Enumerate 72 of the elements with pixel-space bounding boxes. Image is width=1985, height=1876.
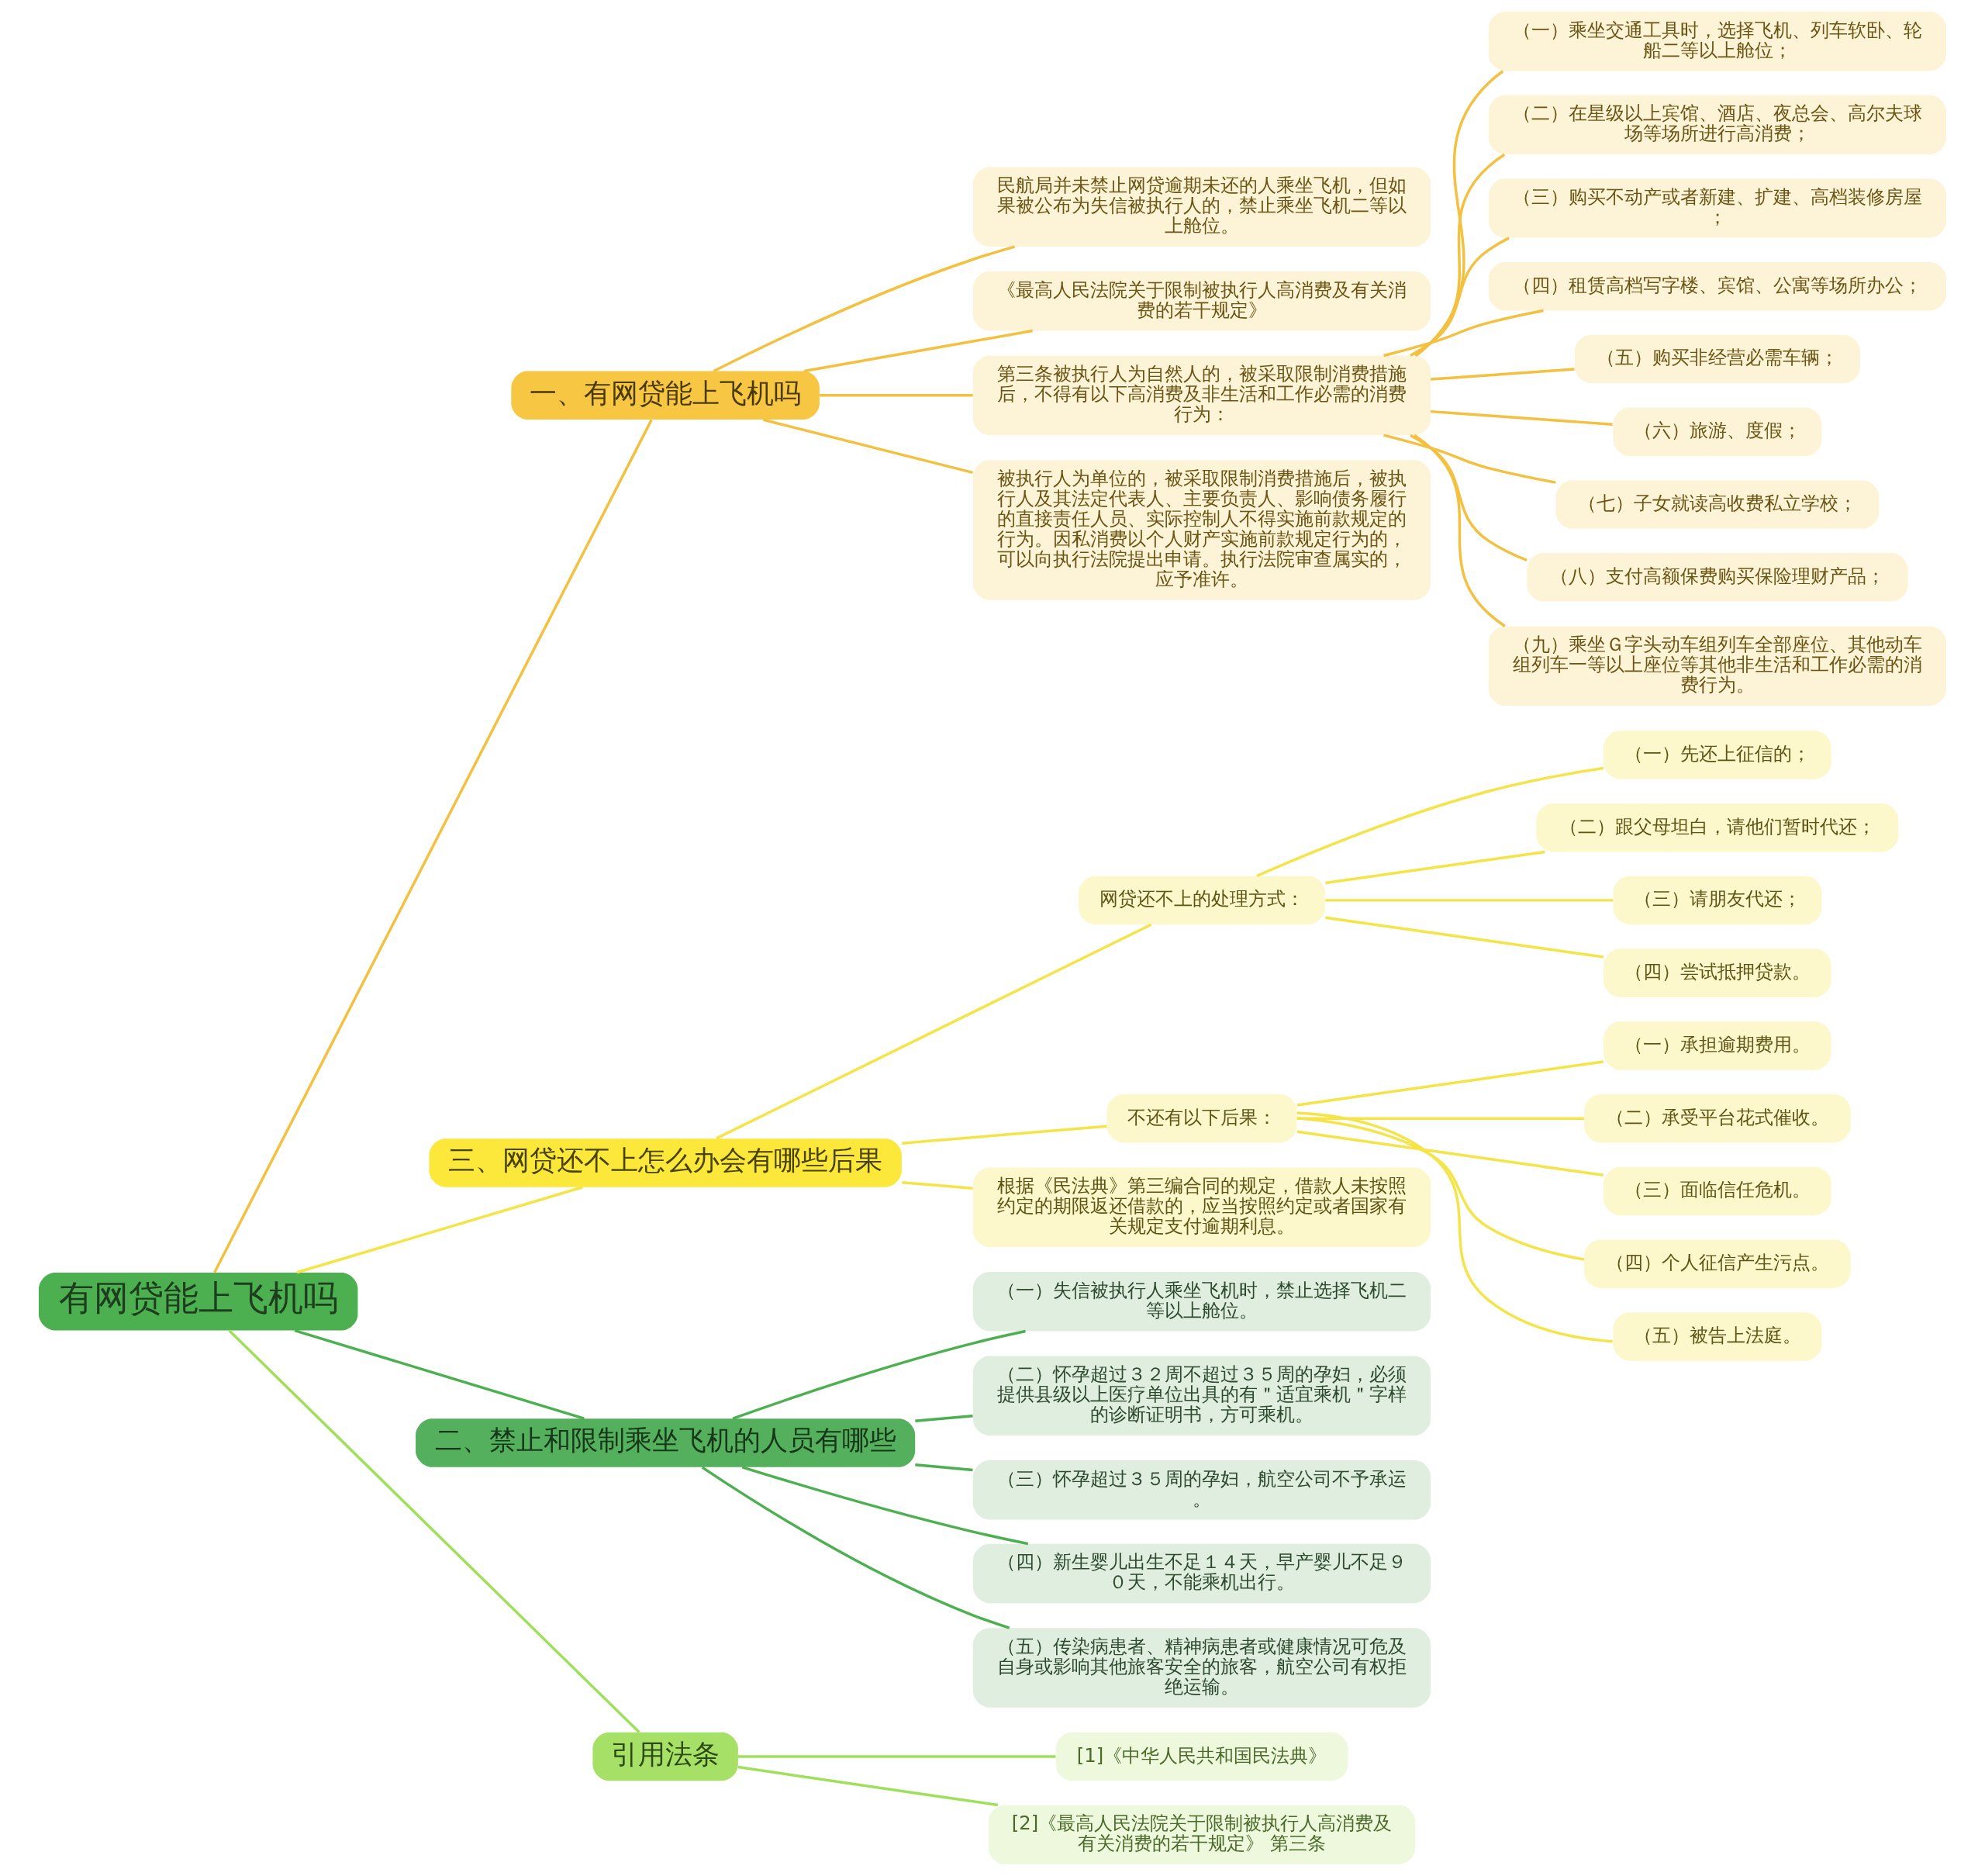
node-box: （三）面临信任危机。: [1604, 1166, 1831, 1216]
connector: [741, 1466, 1029, 1546]
connector: [737, 1765, 999, 1807]
connector: [1431, 409, 1613, 426]
node-box: （二）承受平台花式催收。: [1584, 1093, 1851, 1143]
node-box: 二、禁止和限制乘坐飞机的人员有哪些: [416, 1418, 916, 1467]
node-box: （九）乘坐Ｇ字头动车组列车全部座位、其他动车组列车一等以上座位等其他非生活和工作必需的消费行为。: [1488, 626, 1947, 706]
connector: [1296, 1117, 1585, 1261]
connector: [1383, 434, 1556, 484]
node-box: [2]《最高人民法院关于限制被执行人高消费及有关消费的若干规定》 第三条: [988, 1805, 1416, 1864]
connector: [732, 1329, 1026, 1420]
node-box: （四）个人征信产生污点。: [1584, 1239, 1851, 1288]
node-box: 引用法条: [592, 1732, 738, 1781]
node-box: （二）怀孕超过３２周不超过３５周的孕妇，必须提供县级以上医疗单位出具的有＂适宜乘机＂字样的诊断证明书，方可乘机。: [972, 1356, 1431, 1436]
connector: [294, 1328, 585, 1420]
node-box: （一）乘坐交通工具时，选择飞机、列车软卧、轮船二等以上舱位；: [1488, 12, 1947, 71]
connector: [1325, 850, 1545, 885]
connector: [1296, 1130, 1604, 1176]
node-box: （三）请朋友代还；: [1613, 876, 1822, 925]
node-box: 第三条被执行人为自然人的，被采取限制消费措施后，不得有以下高消费及非生活和工作必需的消费行为：: [972, 355, 1431, 436]
connector: [713, 245, 1016, 372]
node-box: （四）租赁高档写字楼、宾馆、公寓等场所办公；: [1488, 261, 1947, 311]
node-box: （四）新生婴儿出生不足１４天，早产婴儿不足９０天，不能乘机出行。: [972, 1543, 1431, 1604]
connector: [701, 1466, 1010, 1629]
connector: [1256, 766, 1604, 878]
connector: [1414, 153, 1506, 357]
connector: [902, 1180, 973, 1190]
node-box: 根据《民法典》第三编合同的规定，借款人未按照约定的期限返还借款的，应当按照约定或者国家有关规定支付逾期利息。: [972, 1167, 1431, 1247]
node-box: （一）先还上征信的；: [1604, 731, 1831, 779]
node-box: （三）购买不动产或者新建、扩建、高档装修房屋；: [1488, 178, 1947, 238]
node-box: （三）怀孕超过３５周的孕妇，航空公司不予承运。: [972, 1460, 1431, 1520]
node-box: （二）在星级以上宾馆、酒店、夜总会、高尔夫球场等场所进行高消费；: [1488, 95, 1947, 155]
node-box: （七）子女就读高收费私立学校；: [1555, 480, 1880, 529]
connector: [763, 418, 973, 475]
connector: [228, 1329, 640, 1733]
connector: [902, 1125, 1107, 1145]
node-box: 有网贷能上飞机吗: [38, 1272, 358, 1331]
connector: [1431, 368, 1575, 381]
connector: [1325, 899, 1614, 902]
node-box: （一）失信被执行人乘坐飞机时，禁止选择飞机二等以上舱位。: [972, 1272, 1431, 1332]
connector: [1383, 309, 1544, 358]
connector: [915, 1463, 973, 1472]
node-box: （八）支付高额保费购买保险理财产品；: [1527, 552, 1908, 602]
node-box: 被执行人为单位的，被采取限制消费措施后，被执行人及其法定代表人、主要负责人、影响债务履行的直接责任人员、实际控制人不得实施前款规定的行为。因私消费以个人财产实施前款规定行为的，可以向执行法院提出申请。执行法院审查属实的，应予准许。: [972, 460, 1431, 600]
connector: [915, 1415, 973, 1422]
connector: [1296, 1111, 1613, 1343]
connector: [1415, 70, 1504, 357]
node-box: （六）旅游、度假；: [1613, 407, 1822, 456]
node-box: （四）尝试抵押贷款。: [1604, 948, 1831, 997]
connector: [1410, 237, 1510, 357]
node-box: （五）购买非经营必需车辆；: [1574, 334, 1860, 384]
node-box: （一）承担逾期费用。: [1604, 1021, 1831, 1070]
node-box: （五）传染病患者、精神病患者或健康情况可危及自身或影响其他旅客安全的旅客，航空公司有权拒绝运输。: [972, 1628, 1431, 1708]
connector: [820, 394, 973, 397]
connector: [213, 419, 653, 1273]
node-box: （二）跟父母坦白，请他们暂时代还；: [1536, 803, 1899, 852]
node-box: [1]《中华人民共和国民法典》: [1055, 1732, 1348, 1781]
connector: [1325, 916, 1604, 959]
node-box: 《最高人民法院关于限制被执行人高消费及有关消费的若干规定》: [972, 271, 1431, 331]
node-box: 三、网贷还不上怎么办会有哪些后果: [429, 1138, 902, 1187]
connector: [803, 329, 1033, 373]
connector: [1414, 434, 1506, 627]
connector: [737, 1755, 1056, 1758]
connector: [1410, 434, 1528, 561]
node-box: （五）被告上法庭。: [1613, 1312, 1822, 1361]
node-box: 民航局并未禁止网贷逾期未还的人乘坐飞机，但如果被公布为失信被执行人的，禁止乘坐飞机二等以上舱位。: [972, 167, 1431, 247]
node-box: 网贷还不上的处理方式：: [1079, 876, 1325, 925]
node-box: 不还有以下后果：: [1106, 1093, 1297, 1143]
connector: [716, 923, 1152, 1140]
connector: [296, 1186, 583, 1274]
connector: [1296, 1060, 1604, 1107]
node-box: 一、有网贷能上飞机吗: [511, 371, 820, 420]
